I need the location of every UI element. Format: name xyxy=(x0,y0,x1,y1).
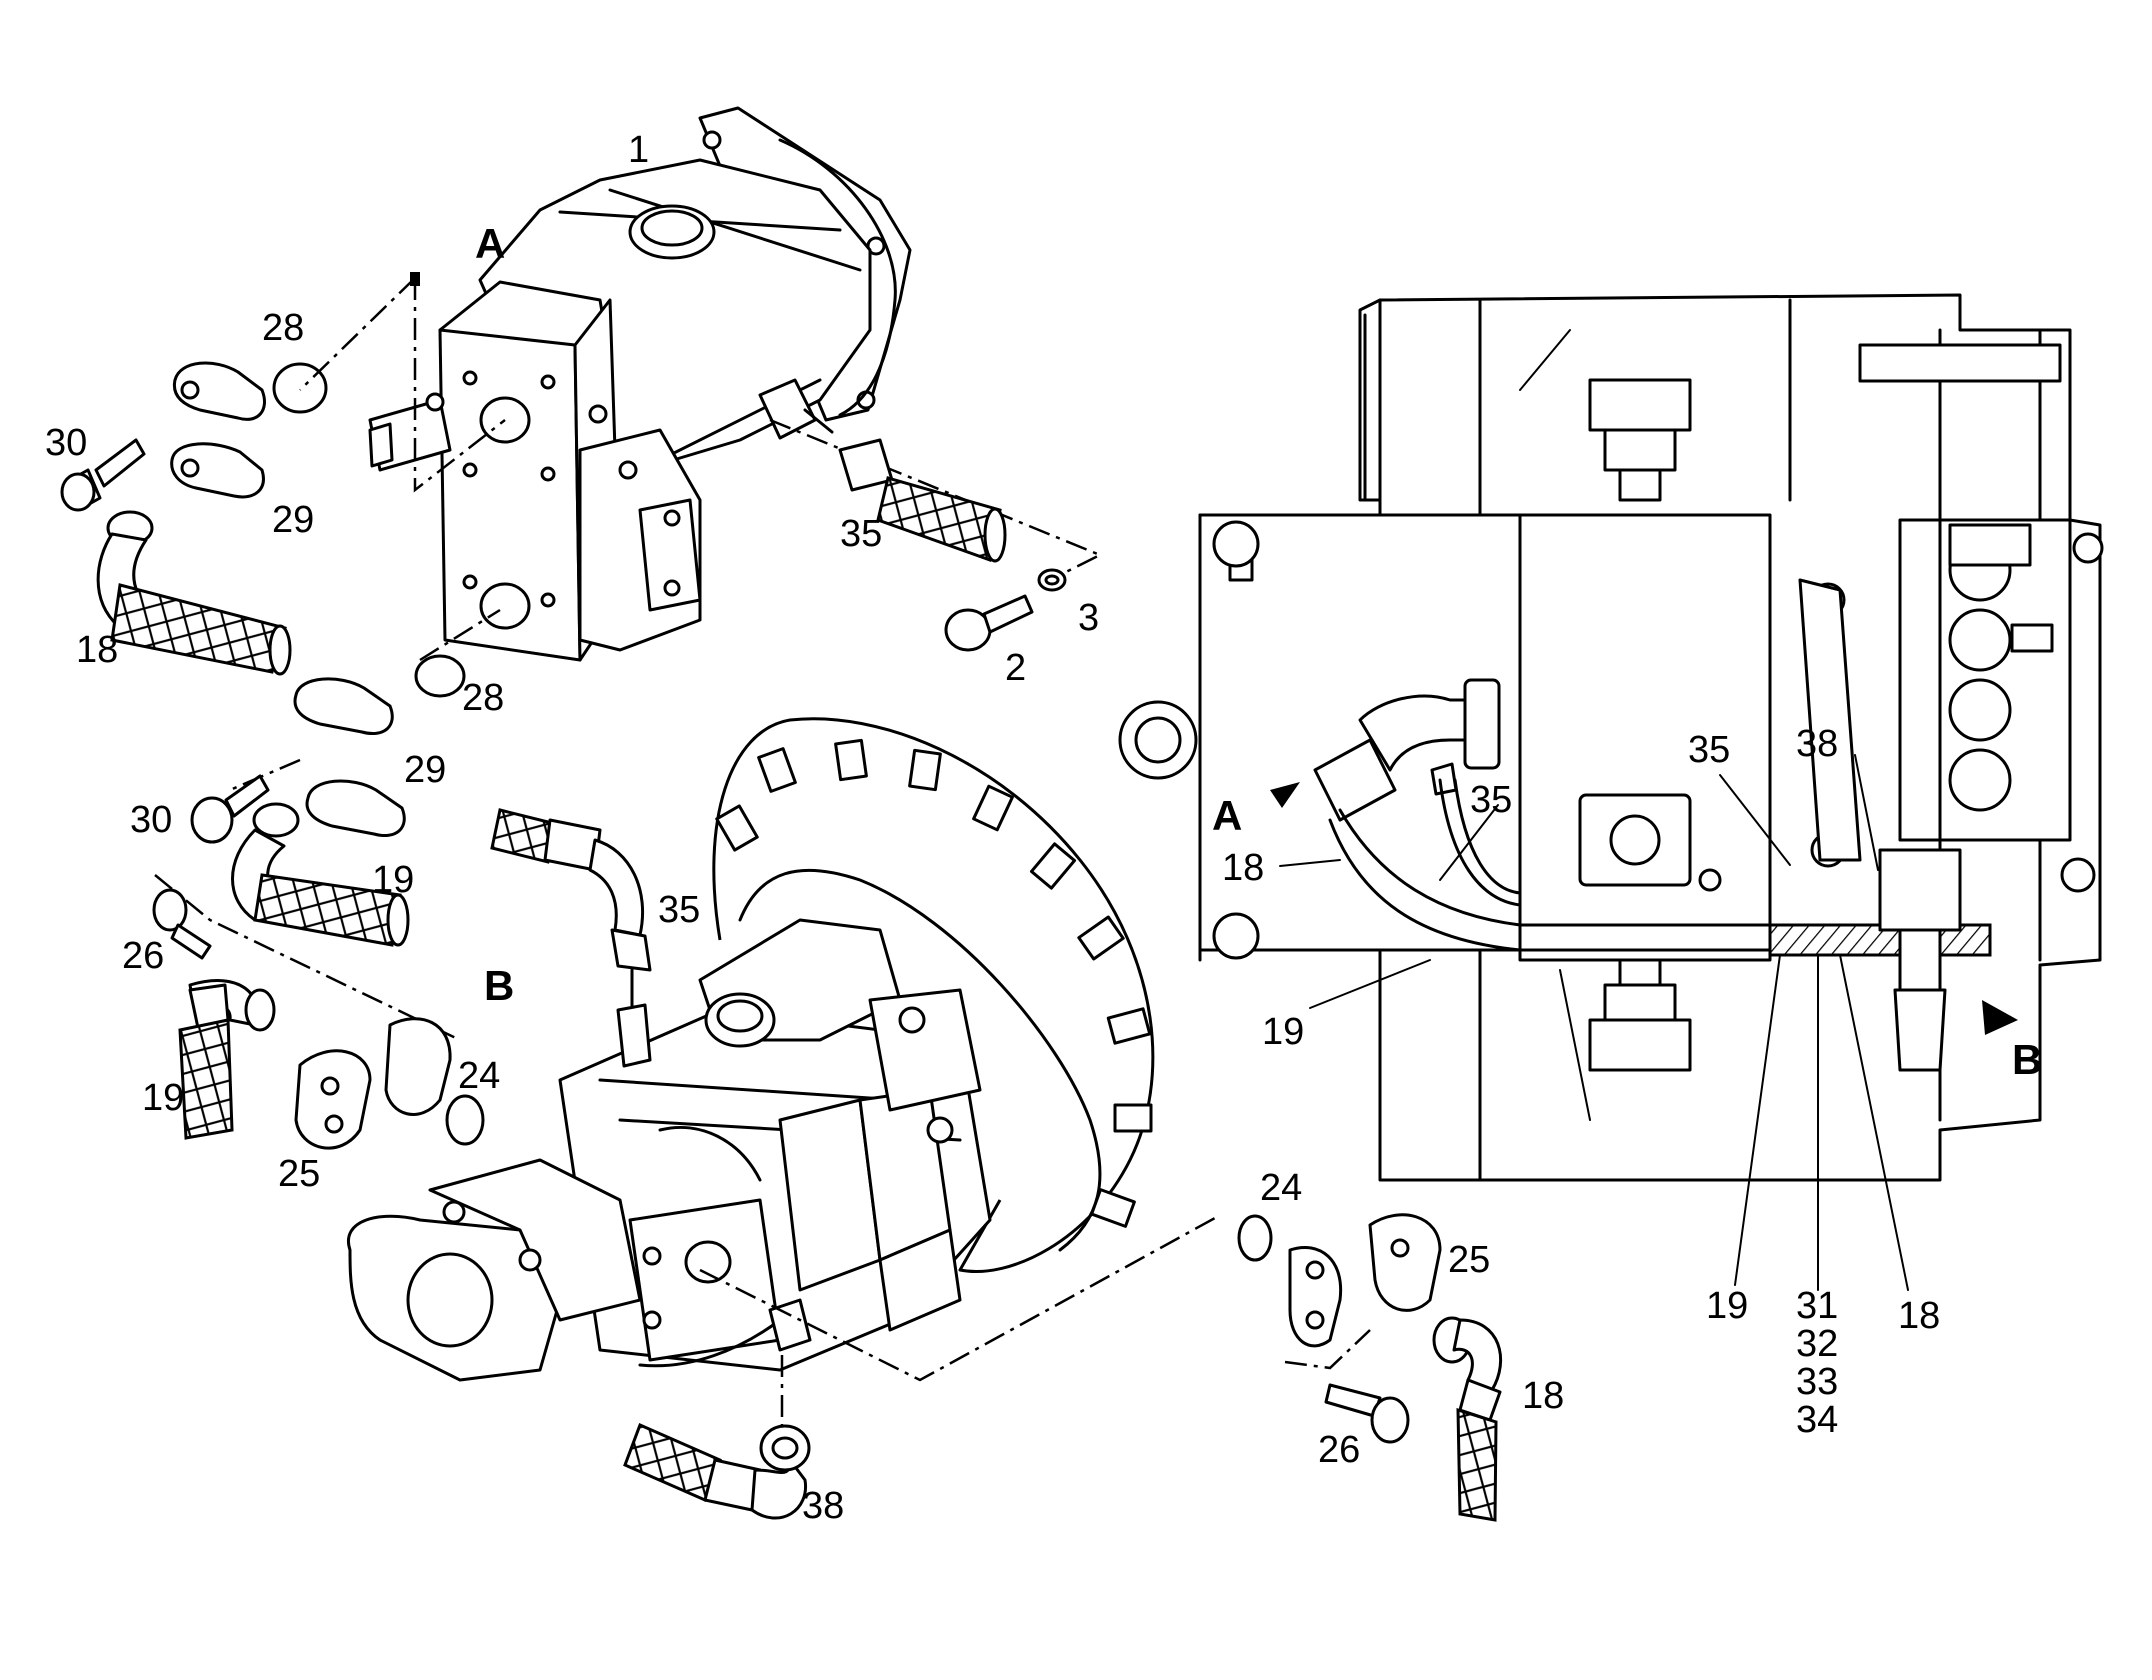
o-ring-28-upper xyxy=(272,362,328,414)
callout-29-lower: 29 xyxy=(404,749,446,791)
callout-18-upper: 18 xyxy=(76,629,118,671)
flange-half-29-lower xyxy=(293,677,406,837)
callout-18-right: 18 xyxy=(1222,847,1264,889)
callout-19-right: 19 xyxy=(1262,1011,1304,1053)
callout-35-right-a: 35 xyxy=(1470,779,1512,821)
leader-38 xyxy=(1854,754,1879,871)
o-ring-28-lower xyxy=(414,654,466,698)
leader-35a xyxy=(1439,804,1499,881)
callout-19-lower: 19 xyxy=(142,1077,184,1119)
callout-25-left: 25 xyxy=(278,1153,320,1195)
machine-layout-view xyxy=(1118,293,2104,1182)
centreline-b5 xyxy=(1284,1329,1371,1370)
callout-33: 33 xyxy=(1796,1361,1838,1403)
leader-18b xyxy=(1839,954,1909,1291)
centreline-b1 xyxy=(154,874,461,1042)
hose-35-upper xyxy=(838,438,1007,563)
view-label-b: B xyxy=(484,962,514,1009)
centreline-b4 xyxy=(229,758,301,792)
view-label-b-right: B xyxy=(2012,1036,2042,1083)
view-label-a: A xyxy=(475,220,505,267)
callout-29-upper: 29 xyxy=(272,499,314,541)
callout-26-lower: 26 xyxy=(1318,1429,1360,1471)
callout-1: 1 xyxy=(628,129,649,171)
hose-35-lower xyxy=(490,808,652,972)
callout-2: 2 xyxy=(1005,647,1026,689)
hydraulic-motor-assembly xyxy=(368,106,912,662)
callout-24-left: 24 xyxy=(458,1055,500,1097)
callout-32: 32 xyxy=(1796,1323,1838,1365)
callout-35-right-b: 35 xyxy=(1688,729,1730,771)
callout-30-upper: 30 xyxy=(45,422,87,464)
callout-24-right: 24 xyxy=(1260,1167,1302,1209)
bolt-26-upper xyxy=(152,888,212,960)
leader-18 xyxy=(1279,859,1341,867)
washer-3 xyxy=(1037,568,1067,592)
callout-28-upper: 28 xyxy=(262,307,304,349)
centreline-a3 xyxy=(419,608,501,662)
bolt-30-upper xyxy=(60,438,146,512)
callout-35-upper: 35 xyxy=(840,513,882,555)
hose-19-lower xyxy=(178,979,276,1140)
o-ring-24-left xyxy=(445,1094,485,1146)
flange-half-29-upper xyxy=(170,361,266,499)
centreline-a1 xyxy=(299,277,416,391)
hose-18-upper xyxy=(96,510,292,676)
flange-half-25-left xyxy=(294,1017,452,1150)
callout-3: 3 xyxy=(1078,597,1099,639)
leader-19b xyxy=(1734,954,1781,1286)
section-marker xyxy=(410,272,420,286)
leader-19 xyxy=(1309,959,1431,1009)
flange-half-25-right xyxy=(1288,1213,1442,1348)
callout-28-lower: 28 xyxy=(462,677,504,719)
callout-25-right: 25 xyxy=(1448,1239,1490,1281)
pump-assembly xyxy=(346,717,1155,1382)
o-ring-24-right xyxy=(1237,1214,1273,1262)
hose-38 xyxy=(623,1422,811,1520)
hose-19-upper xyxy=(231,802,410,947)
bolt-2 xyxy=(944,594,1034,652)
centreline-b2 xyxy=(699,1216,1216,1382)
hose-18-lower xyxy=(1432,1316,1502,1522)
callout-19-bottom: 19 xyxy=(1706,1285,1748,1327)
view-arrow-b xyxy=(1982,1000,2018,1035)
callout-31: 31 xyxy=(1796,1285,1838,1327)
callout-35-lower: 35 xyxy=(658,889,700,931)
leader-35b xyxy=(1719,774,1791,866)
bolt-26-lower xyxy=(1324,1383,1410,1444)
callout-19-upper: 19 xyxy=(372,859,414,901)
callout-18-bottom: 18 xyxy=(1898,1295,1940,1337)
view-label-a-right: A xyxy=(1212,792,1242,839)
callout-34: 34 xyxy=(1796,1399,1838,1441)
bolt-30-lower xyxy=(190,774,270,844)
view-arrow-a xyxy=(1270,782,1300,808)
callout-38-left: 38 xyxy=(802,1485,844,1527)
callout-18-lower: 18 xyxy=(1522,1375,1564,1417)
callout-30-lower: 30 xyxy=(130,799,172,841)
centreline-a2 xyxy=(413,278,506,493)
callout-38-right: 38 xyxy=(1796,723,1838,765)
callout-26-upper: 26 xyxy=(122,935,164,977)
